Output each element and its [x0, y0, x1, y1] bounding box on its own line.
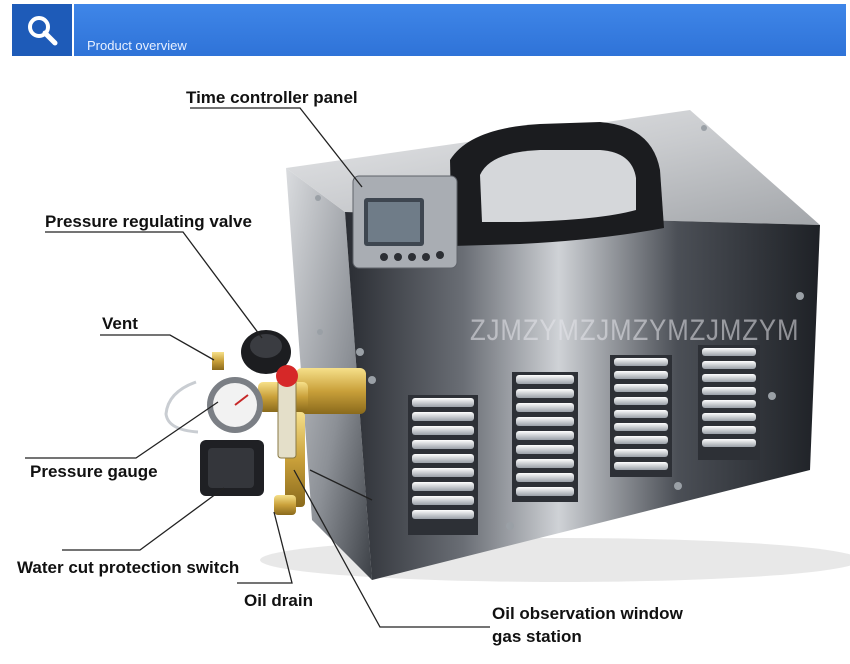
label-gas-station: gas station: [492, 627, 582, 646]
watermark-text: ZJMZYMZJMZYMZJMZYM: [470, 314, 800, 347]
label-pressure-regulating-valve: Pressure regulating valve: [45, 212, 252, 231]
label-oil-observation-window: Oil observation window: [492, 604, 683, 623]
search-button[interactable]: [12, 4, 74, 56]
label-water-cut-protection-switch: Water cut protection switch: [17, 558, 240, 577]
header-title: Product overview: [87, 38, 187, 53]
label-time-controller-panel: Time controller panel: [186, 88, 358, 107]
product-illustration: [25, 107, 850, 628]
label-vent: Vent: [102, 314, 138, 333]
label-pressure-gauge: Pressure gauge: [30, 462, 158, 481]
search-icon: [28, 16, 58, 46]
header-banner: Product overview: [12, 4, 846, 56]
label-oil-drain: Oil drain: [244, 591, 313, 610]
